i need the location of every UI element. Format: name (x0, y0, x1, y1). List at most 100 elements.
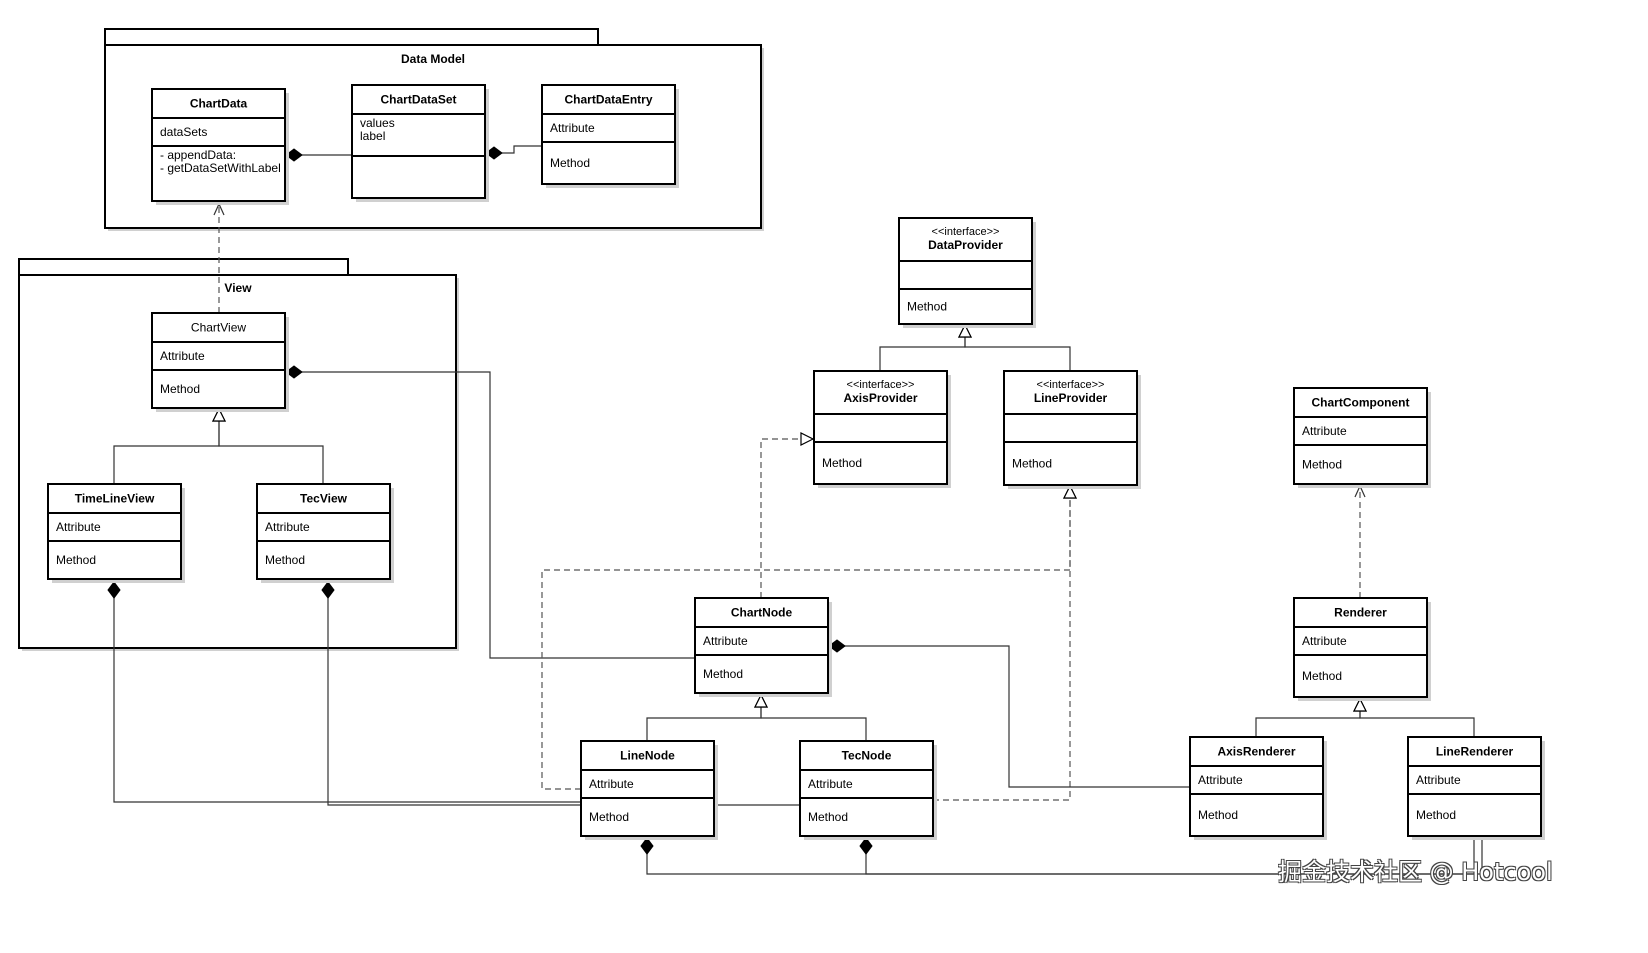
relation-line (964, 325, 1071, 371)
generalization-triangle (754, 693, 768, 708)
class-box[interactable] (1293, 597, 1428, 698)
relation-linenode-timelineview (107, 581, 581, 803)
class-box[interactable] (351, 84, 486, 199)
class-attribute: values (360, 116, 395, 130)
class-box[interactable] (1293, 387, 1428, 485)
class-attribute: label (360, 129, 385, 143)
class-attribute: Attribute (703, 634, 748, 648)
class-name: LineProvider (1034, 391, 1108, 405)
relation-renderer-chartcomponent (1354, 484, 1366, 598)
class-attribute: Attribute (56, 520, 101, 534)
class-box[interactable] (898, 217, 1033, 325)
class-name: ChartNode (731, 606, 793, 620)
relation-tecnode-lineprovider (933, 484, 1077, 801)
watermark-text: 掘金技术社区 @ Hotcool (1278, 858, 1553, 886)
class-attribute: Attribute (550, 121, 595, 135)
class-method: Method (1198, 808, 1238, 822)
generalization-triangle (958, 323, 972, 338)
generalization-triangle (1353, 697, 1367, 712)
relation-line (286, 371, 695, 659)
class-attribute: Attribute (808, 777, 853, 791)
class-box[interactable] (256, 483, 391, 580)
class-name: ChartComponent (1312, 396, 1410, 410)
package-tab (18, 258, 349, 276)
relation-chartnode-chartview (285, 365, 695, 659)
relation-chartdata-chartdataset (285, 148, 352, 162)
relation-chartnode-axisprovider (760, 432, 815, 598)
relation-axisrenderer-renderer (1255, 697, 1367, 737)
realization-triangle (1063, 484, 1077, 499)
relation-line (1255, 699, 1361, 737)
class-attribute: Attribute (1198, 773, 1243, 787)
relation-line (760, 695, 867, 741)
class-attribute: Attribute (1416, 773, 1461, 787)
class-name: AxisRenderer (1217, 745, 1295, 759)
composition-diamond (285, 365, 303, 379)
class-box[interactable] (580, 740, 715, 837)
class-name: LineRenderer (1436, 745, 1514, 759)
class-method: Method (907, 300, 947, 314)
class-name: DataProvider (928, 238, 1003, 252)
relation-linerenderer-tecnode (859, 837, 1483, 875)
relation-linenode-chartnode (646, 693, 768, 741)
class-stereotype: <<interface>> (932, 226, 1000, 238)
class-attribute: Attribute (1302, 424, 1347, 438)
class-method: Method (703, 667, 743, 681)
class-name: LineNode (620, 749, 675, 763)
package-tab (104, 28, 599, 46)
class-name: ChartDataEntry (564, 93, 652, 107)
class-method: Method (822, 456, 862, 470)
package-title: View (224, 281, 252, 295)
class-box[interactable] (799, 740, 934, 837)
relation-chartdataset-chartdataentry (485, 145, 542, 160)
class-attribute: dataSets (160, 125, 207, 139)
relation-tecview-chartview (212, 407, 324, 484)
relation-lineprovider-dataprovider (958, 323, 1071, 371)
relation-line (865, 837, 1483, 875)
class-box[interactable] (151, 312, 286, 409)
class-attribute: Attribute (589, 777, 634, 791)
relation-line (113, 582, 581, 803)
class-box[interactable] (1407, 736, 1542, 837)
class-box[interactable] (694, 597, 829, 694)
class-method: Method (160, 382, 200, 396)
class-box[interactable] (1003, 370, 1138, 486)
class-box[interactable] (1189, 736, 1324, 837)
class-name: TecNode (842, 749, 892, 763)
relation-line (829, 645, 1190, 788)
class-method: - appendData: (160, 148, 236, 162)
class-method: Method (550, 156, 590, 170)
class-method: Method (1012, 457, 1052, 471)
class-box[interactable] (47, 483, 182, 580)
relation-line (646, 695, 762, 741)
relation-line (1359, 699, 1475, 737)
realization-triangle (800, 432, 815, 446)
class-attribute: Attribute (1302, 634, 1347, 648)
class-name: ChartView (191, 321, 246, 335)
composition-diamond (640, 837, 654, 855)
class-name: TecView (300, 492, 348, 506)
relation-axisprovider-dataprovider (879, 323, 972, 371)
class-box[interactable] (541, 84, 676, 185)
class-method: - getDataSetWithLabel (160, 161, 281, 175)
class-method: Method (1416, 808, 1456, 822)
class-box[interactable] (813, 370, 948, 485)
